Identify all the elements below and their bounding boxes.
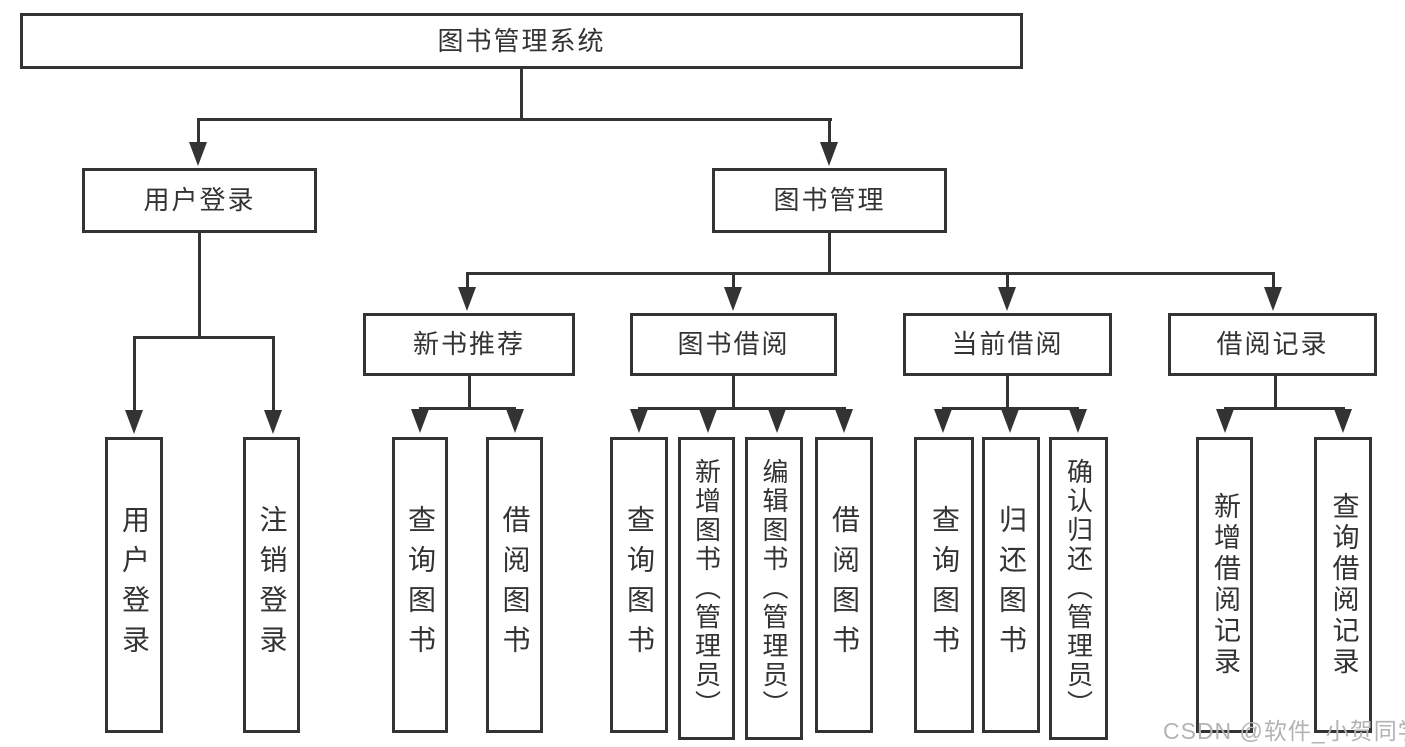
- arrowhead-down-icon: [458, 287, 476, 311]
- node-label: 用户登录: [119, 505, 150, 665]
- node-leaf-bb-add: 新增图书（管理员）: [678, 437, 735, 740]
- node-label: 归还图书: [996, 505, 1027, 665]
- node-label: 确认归还（管理员）: [1063, 458, 1094, 719]
- node-label: 查询图书: [624, 505, 655, 665]
- node-book-borrow: 图书借阅: [630, 313, 837, 376]
- connector-line: [1224, 407, 1345, 410]
- connector-line: [197, 118, 200, 144]
- node-new-book-rec: 新书推荐: [363, 313, 575, 376]
- arrowhead-down-icon: [1069, 409, 1087, 433]
- connector-line: [520, 69, 523, 120]
- arrowhead-down-icon: [189, 142, 207, 166]
- arrowhead-down-icon: [768, 409, 786, 433]
- node-label: 借阅图书: [829, 505, 860, 665]
- node-leaf-br-add: 新增借阅记录: [1196, 437, 1253, 733]
- arrowhead-down-icon: [998, 287, 1016, 311]
- arrowhead-down-icon: [1216, 409, 1234, 433]
- arrowhead-down-icon: [411, 409, 429, 433]
- connector-line: [732, 376, 735, 410]
- connector-line: [198, 233, 201, 339]
- node-label: 新增图书（管理员）: [691, 458, 722, 719]
- node-label: 当前借阅: [951, 329, 1064, 360]
- node-user-login: 用户登录: [82, 168, 317, 233]
- node-current-borrow: 当前借阅: [903, 313, 1112, 376]
- node-label: 用户登录: [143, 185, 256, 216]
- connector-line: [468, 376, 471, 410]
- arrowhead-down-icon: [835, 409, 853, 433]
- connector-line: [1006, 376, 1009, 410]
- node-label: 图书管理: [773, 185, 886, 216]
- node-leaf-cb-query: 查询图书: [914, 437, 974, 733]
- node-label: 新书推荐: [412, 329, 525, 360]
- arrowhead-down-icon: [699, 409, 717, 433]
- node-borrow-records: 借阅记录: [1168, 313, 1377, 376]
- connector-line: [1006, 272, 1009, 288]
- arrowhead-down-icon: [1334, 409, 1352, 433]
- arrowhead-down-icon: [724, 287, 742, 311]
- node-leaf-cb-return: 归还图书: [982, 437, 1040, 733]
- connector-line: [272, 336, 275, 410]
- node-leaf-br-query: 查询借阅记录: [1314, 437, 1372, 733]
- connector-line: [942, 407, 1079, 410]
- node-label: 注销登录: [256, 505, 288, 665]
- connector-line: [419, 407, 516, 410]
- arrowhead-down-icon: [934, 409, 952, 433]
- connector-line: [828, 118, 831, 144]
- node-leaf-logout: 注销登录: [243, 437, 300, 733]
- arrowhead-down-icon: [820, 142, 838, 166]
- node-leaf-bb-query: 查询图书: [610, 437, 668, 733]
- arrowhead-down-icon: [630, 409, 648, 433]
- watermark: CSDN @软件_小贺同学: [1163, 718, 1405, 744]
- connector-line: [466, 272, 1275, 275]
- node-leaf-cb-confirm: 确认归还（管理员）: [1049, 437, 1108, 740]
- arrowhead-down-icon: [264, 410, 282, 434]
- connector-line: [133, 336, 274, 339]
- node-leaf-bb-edit: 编辑图书（管理员）: [745, 437, 803, 740]
- arrowhead-down-icon: [1264, 287, 1282, 311]
- node-label: 编辑图书（管理员）: [759, 458, 789, 719]
- node-label: 借阅记录: [1216, 329, 1329, 360]
- connector-line: [133, 336, 136, 410]
- connector-line: [1272, 272, 1275, 288]
- connector-line: [198, 118, 832, 121]
- node-book-mgmt: 图书管理: [712, 168, 947, 233]
- node-leaf-rec-borrow: 借阅图书: [486, 437, 543, 733]
- arrowhead-down-icon: [1001, 409, 1019, 433]
- node-label: 查询借阅记录: [1328, 492, 1359, 678]
- connector-line: [732, 272, 735, 288]
- node-label: 图书借阅: [677, 329, 790, 360]
- connector-line: [828, 233, 831, 275]
- node-leaf-bb-borrow: 借阅图书: [815, 437, 873, 733]
- connector-line: [638, 407, 846, 410]
- connector-line: [1274, 376, 1277, 410]
- node-label: 借阅图书: [499, 505, 531, 665]
- node-label: 查询图书: [929, 505, 960, 665]
- arrowhead-down-icon: [125, 410, 143, 434]
- node-label: 查询图书: [405, 505, 436, 665]
- node-label: 新增借阅记录: [1210, 492, 1240, 678]
- node-leaf-user-login: 用户登录: [105, 437, 163, 733]
- connector-line: [466, 272, 469, 288]
- node-label: 图书管理系统: [437, 25, 606, 56]
- arrowhead-down-icon: [506, 409, 524, 433]
- node-leaf-rec-query: 查询图书: [392, 437, 448, 733]
- node-root: 图书管理系统: [20, 13, 1023, 69]
